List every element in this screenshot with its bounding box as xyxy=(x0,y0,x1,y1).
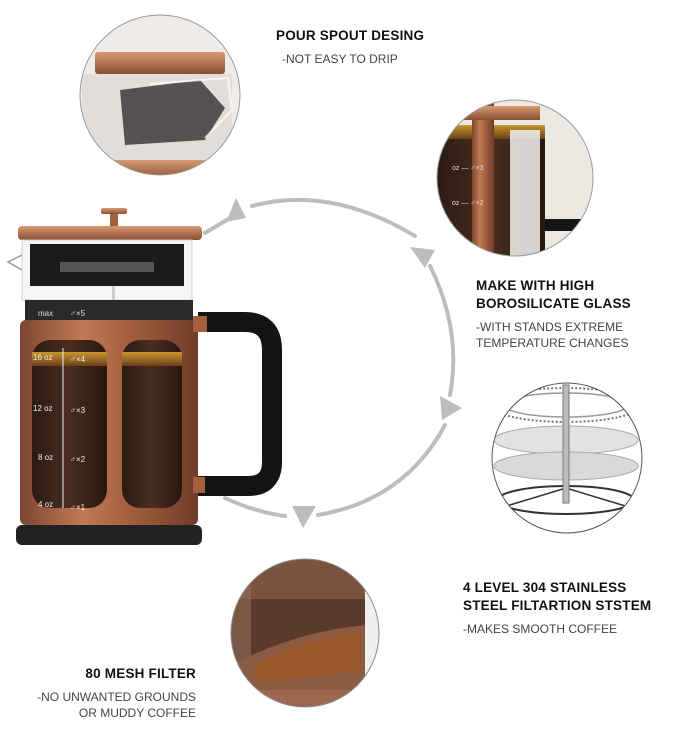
svg-text:oz — ♂×2: oz — ♂×2 xyxy=(452,200,484,207)
scale-cup-2: ♂×2 xyxy=(70,455,86,464)
scale-8oz: 8 oz xyxy=(38,453,53,462)
scale-cup-4: ♂×4 xyxy=(70,355,86,364)
feature-title: 80 MESH FILTER xyxy=(85,666,196,681)
feature-mesh-filter: 80 MESH FILTER -NO UNWANTED GROUNDS OR M… xyxy=(37,665,196,721)
feature-title-line-2: STEEL FILTARTION STSTEM xyxy=(463,598,652,613)
scale-cup-1: ♂×1 xyxy=(70,503,86,512)
scale-16oz: 16 oz xyxy=(33,353,53,362)
feature-subtitle-line-1: -NO UNWANTED GROUNDS xyxy=(37,690,196,704)
feature-title: POUR SPOUT DESING xyxy=(276,28,425,43)
scale-cup-5: ♂×5 xyxy=(70,309,86,318)
glass-closeup-image: oz — ♂×3 oz — ♂×2 xyxy=(436,99,594,257)
scale-max-label: max xyxy=(38,309,53,318)
scale-4oz: 4 oz xyxy=(38,500,53,509)
french-press-image: max ♂×5 16 oz 12 oz 8 oz 4 oz ♂×4 ♂×3 ♂×… xyxy=(6,208,282,545)
arrowhead-icons xyxy=(226,198,462,528)
feature-subtitle-line-1: -WITH STANDS EXTREME xyxy=(476,320,624,334)
feature-pour-spout: POUR SPOUT DESING -NOT EASY TO DRIP xyxy=(276,27,424,67)
feature-subtitle-line-2: OR MUDDY COFFEE xyxy=(78,706,196,720)
filter-stack-image xyxy=(491,382,643,534)
cycle-arrows xyxy=(203,197,456,518)
pour-spout-closeup-image xyxy=(79,14,241,176)
scale-12oz: 12 oz xyxy=(33,404,53,413)
feature-subtitle: -MAKES SMOOTH COFFEE xyxy=(463,622,618,636)
svg-text:oz — ♂×3: oz — ♂×3 xyxy=(452,165,484,172)
feature-title-line-2: BOROSILICATE GLASS xyxy=(476,296,631,311)
feature-subtitle: -NOT EASY TO DRIP xyxy=(282,52,398,66)
feature-filtration-system: 4 LEVEL 304 STAINLESS STEEL FILTARTION S… xyxy=(463,579,651,637)
mesh-filter-closeup-image xyxy=(230,558,380,708)
feature-borosilicate-glass: MAKE WITH HIGH BOROSILICATE GLASS -WITH … xyxy=(476,277,631,351)
scale-cup-3: ♂×3 xyxy=(70,406,86,415)
feature-title-line-1: 4 LEVEL 304 STAINLESS xyxy=(463,580,627,595)
feature-subtitle-line-2: TEMPERATURE CHANGES xyxy=(476,336,629,350)
feature-title-line-1: MAKE WITH HIGH xyxy=(476,278,595,293)
